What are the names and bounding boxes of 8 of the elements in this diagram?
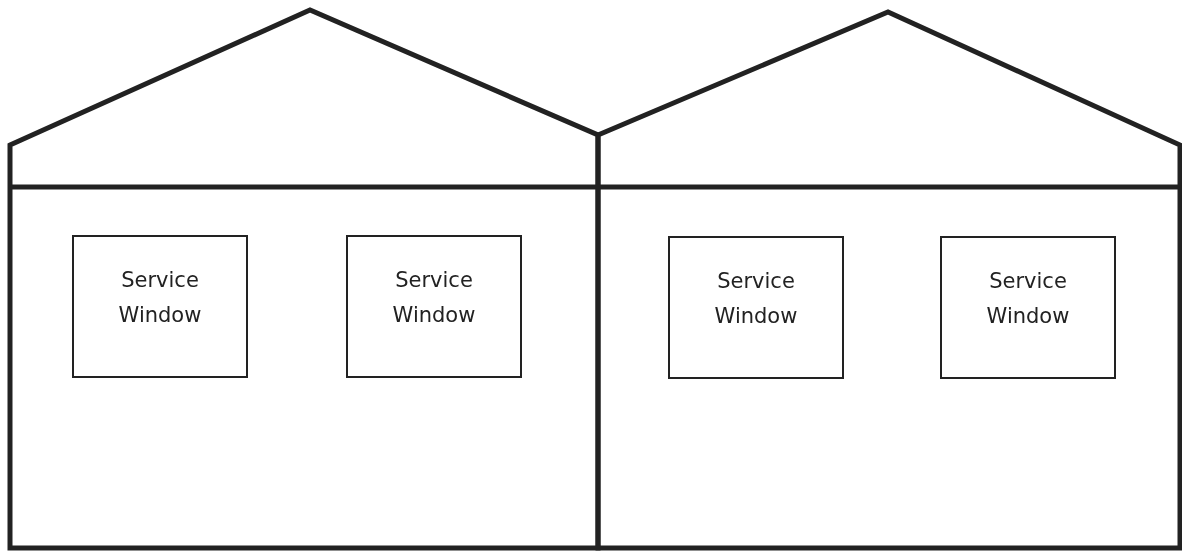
window-label: Service Window: [117, 267, 203, 329]
service-window-frame: [72, 235, 248, 378]
service-window-frame: [668, 236, 844, 379]
service-window-frame: [940, 236, 1116, 379]
service-window-frame: [346, 235, 522, 378]
window-label: Service Window: [985, 268, 1071, 330]
window-label: Service Window: [713, 268, 799, 330]
window-label: Service Window: [391, 267, 477, 329]
